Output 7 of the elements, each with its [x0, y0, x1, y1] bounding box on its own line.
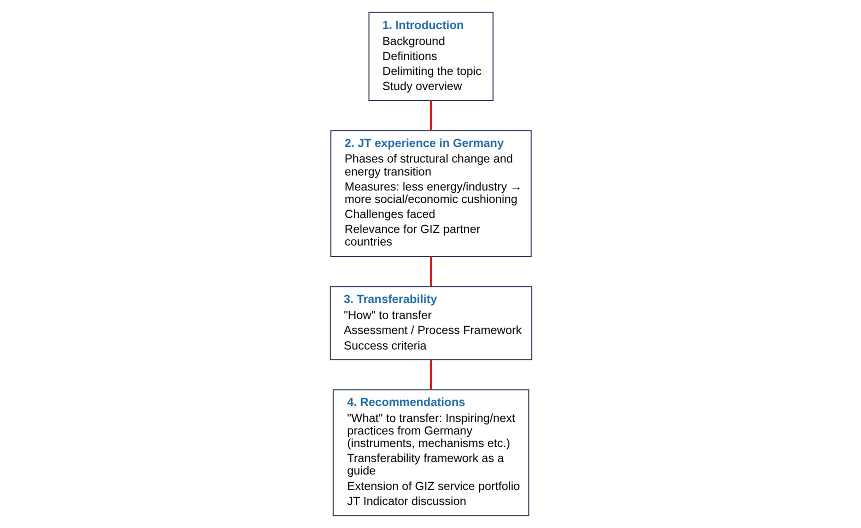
node-box: 3. Transferability "How" to transfer Assessment / Process Framework Success criteria: [329, 286, 532, 360]
connector: [429, 100, 432, 131]
node-box: 4. Recommendations "What" to transfer: Inspiring/next practices from Germany (instruments, mechanisms etc.) Transferability framework as a guide Extension of GIZ service portfolio JT Indicator discussion: [332, 389, 529, 516]
connector: [429, 360, 432, 390]
connector: [429, 256, 432, 287]
node-box: 1. Introduction Background Definitions Delimiting the topic Study overview: [368, 12, 494, 101]
node-box: 2. JT experience in Germany Phases of structural change and energy transition Measures: less energy/industry → more social/economic cushioning Challenges faced Relevance for GIZ partner countries: [330, 130, 532, 257]
